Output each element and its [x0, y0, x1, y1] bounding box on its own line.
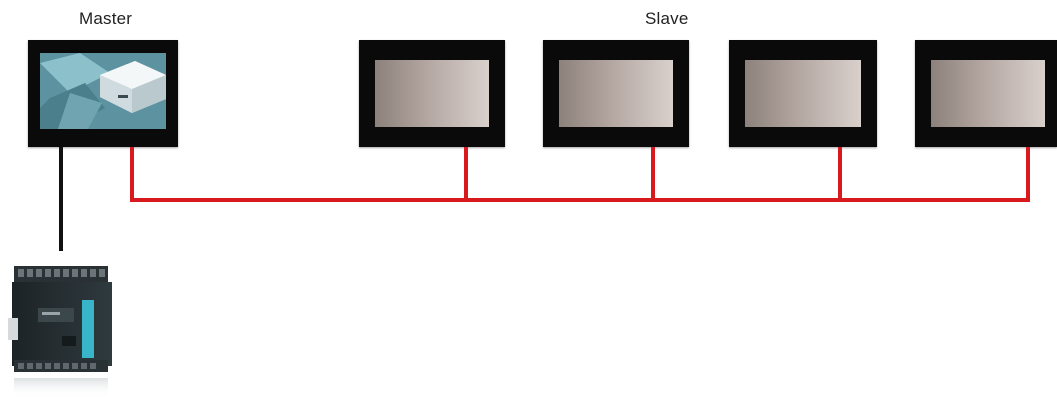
slave-hmi-panel-4	[915, 40, 1057, 147]
slave-hmi-panel-3	[729, 40, 877, 147]
bus-drop-master	[130, 147, 134, 202]
slave-hmi-panel-2	[543, 40, 689, 147]
bus-drop-slave-1	[464, 147, 468, 200]
slave-hmi-screen-3	[745, 60, 861, 127]
plc-controller	[8, 260, 116, 400]
bus-drop-slave-4	[1026, 147, 1030, 200]
plc-cable	[59, 147, 63, 251]
bus-main-line	[130, 198, 1030, 202]
slave-hmi-screen-1	[375, 60, 489, 127]
master-hmi-panel	[28, 40, 178, 147]
plc-controller-icon	[8, 266, 112, 398]
slave-hmi-screen-4	[931, 60, 1045, 127]
master-label: Master	[79, 9, 133, 28]
slave-hmi-panel-1	[359, 40, 505, 147]
bus-drop-slave-2	[651, 147, 655, 200]
slave-hmi-screen-2	[559, 60, 673, 127]
bus-drop-slave-3	[838, 147, 842, 200]
master-hmi-screen	[40, 53, 166, 129]
master-screen-art-icon	[40, 53, 166, 129]
slave-label: Slave	[645, 9, 689, 28]
